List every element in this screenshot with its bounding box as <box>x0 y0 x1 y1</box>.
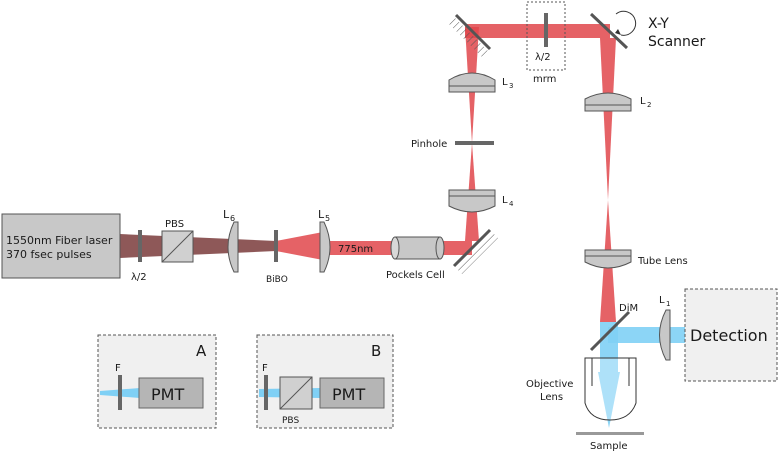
inset-a-filter-label: F <box>115 363 121 374</box>
infrared-beam <box>120 234 276 258</box>
objective-label-line1: Objective <box>526 379 573 390</box>
inset-a: A F PMT <box>97 334 217 429</box>
lens-l3-sub: 3 <box>509 82 513 90</box>
bibo-crystal: BiBO <box>266 230 288 285</box>
inset-b-pbs-label: PBS <box>282 416 299 426</box>
objective-label-line2: Lens <box>540 392 563 403</box>
detection-box: Detection <box>684 288 778 382</box>
half-wave-plate-1-label: λ/2 <box>131 272 147 283</box>
inset-b-pmt: PMT <box>332 385 365 404</box>
pockels-cell: Pockels Cell <box>386 236 445 281</box>
lens-l4-label: L <box>502 195 508 206</box>
scanner-label-line1: X-Y <box>648 16 669 32</box>
lens-l4: L 4 <box>448 189 514 213</box>
pinhole: Pinhole <box>411 139 494 150</box>
sample: Sample <box>576 432 644 452</box>
lens-l5: L 5 <box>318 208 331 273</box>
polarizing-beam-splitter: PBS <box>161 219 194 263</box>
mirror-lower <box>452 228 498 274</box>
laser-label-line1: 1550nm Fiber laser <box>6 234 113 247</box>
dim-label: DiM <box>619 303 638 314</box>
lens-l1-sub: 1 <box>666 300 670 308</box>
laser-label-line2: 370 fsec pulses <box>6 248 92 261</box>
pockels-cell-label: Pockels Cell <box>386 270 445 281</box>
pbs-label: PBS <box>165 219 184 230</box>
mrm-label: mrm <box>533 74 556 85</box>
lens-l6-sub: 6 <box>230 214 235 223</box>
lens-l1: L 1 <box>659 295 671 361</box>
lens-l2-label: L <box>640 96 646 107</box>
wavelength-label: 775nm <box>338 244 373 255</box>
objective-lens: Objective Lens <box>526 357 637 421</box>
detection-label: Detection <box>690 326 768 345</box>
bibo-label: BiBO <box>266 275 288 285</box>
lens-l3-label: L <box>502 77 508 88</box>
dichroic-mirror: DiM <box>589 303 638 352</box>
mirror-upper <box>448 13 492 57</box>
half-wave-plate-2-label: λ/2 <box>535 52 551 63</box>
half-wave-plate-1: λ/2 <box>131 230 147 283</box>
mrm-box: λ/2 mrm <box>526 1 566 85</box>
fiber-laser: 1550nm Fiber laser 370 fsec pulses <box>1 213 121 279</box>
scanner-label-line2: Scanner <box>648 34 706 50</box>
lens-l2: L 2 <box>584 92 651 112</box>
inset-b: B F PBS PMT <box>256 334 394 429</box>
sample-label: Sample <box>590 441 628 452</box>
lens-l4-sub: 4 <box>509 200 514 208</box>
xy-scanner: X-Y Scanner <box>589 10 706 50</box>
lens-l3: L 3 <box>448 72 513 93</box>
lens-l5-sub: 5 <box>325 214 330 223</box>
pinhole-label: Pinhole <box>411 139 447 150</box>
inset-a-pmt: PMT <box>151 385 184 404</box>
inset-b-filter-label: F <box>262 363 268 374</box>
tube-lens-label: Tube Lens <box>637 256 688 267</box>
lens-l6-label: L <box>223 208 230 221</box>
inset-a-tag: A <box>196 342 207 360</box>
lens-l5-label: L <box>318 208 325 221</box>
lens-l1-label: L <box>659 295 665 306</box>
lens-l6: L 6 <box>223 208 239 273</box>
inset-b-tag: B <box>371 342 381 360</box>
tube-lens: Tube Lens <box>584 249 688 269</box>
lens-l2-sub: 2 <box>647 101 651 109</box>
